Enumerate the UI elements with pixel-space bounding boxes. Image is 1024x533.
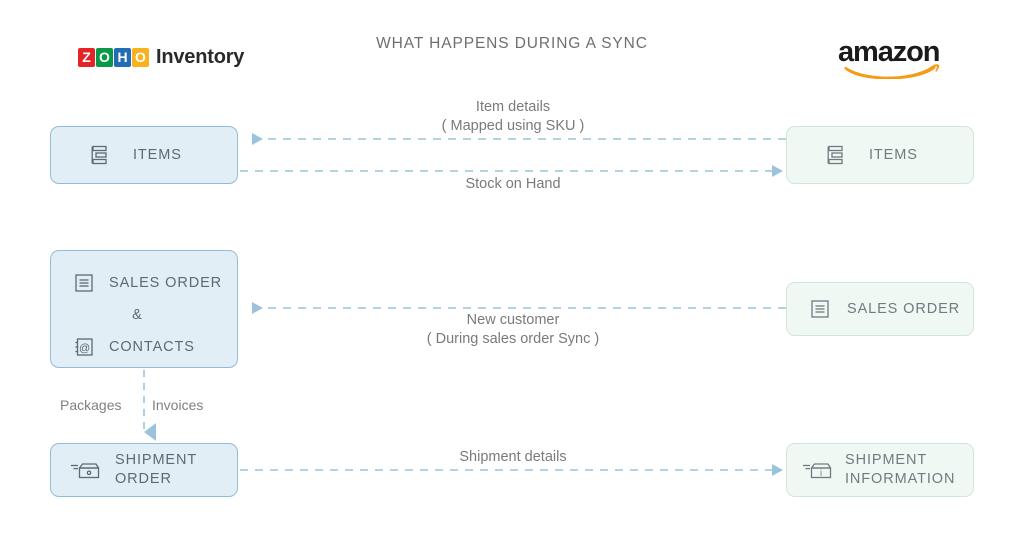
edge-label-item-details: Item details ( Mapped using SKU ) <box>390 98 636 136</box>
sales-ampersand: & <box>132 307 142 323</box>
shipment-details-line1: Shipment details <box>459 449 567 465</box>
svg-text:@: @ <box>79 342 90 354</box>
shipment-order-line2: ORDER <box>115 471 172 487</box>
node-zoho-items[interactable]: ITEMS <box>50 126 238 184</box>
amazon-smile-icon <box>844 64 940 79</box>
node-zoho-sales-order-contacts[interactable]: SALES ORDER & @ CONTACTS <box>50 250 238 368</box>
node-amazon-sales-order[interactable]: SALES ORDER <box>786 282 974 336</box>
node-amazon-items[interactable]: ITEMS <box>786 126 974 184</box>
zoho-tile-o2: O <box>132 47 149 67</box>
edge-label-new-customer: New customer ( During sales order Sync ) <box>380 311 646 349</box>
stock-on-hand-line1: Stock on Hand <box>465 176 561 192</box>
page-title: WHAT HAPPENS DURING A SYNC <box>376 35 648 52</box>
shipment-order-line1: SHIPMENT <box>115 452 198 469</box>
zoho-logo-tiles: Z O H O <box>78 47 149 67</box>
new-customer-line1: New customer <box>466 312 560 328</box>
node-amazon-sales-order-label: SALES ORDER <box>847 300 961 317</box>
edge-label-packages: Packages <box>60 397 122 413</box>
node-amazon-shipment-information-label: SHIPMENT INFORMATION <box>845 451 955 488</box>
items-list-icon <box>823 143 847 167</box>
items-list-icon <box>87 143 111 167</box>
zoho-inventory-logo: Z O H O Inventory <box>78 42 244 72</box>
shipment-info-line2: INFORMATION <box>845 471 956 487</box>
shipment-box-icon <box>69 457 101 483</box>
edge-label-shipment-details: Shipment details <box>390 448 636 467</box>
edge-label-invoices: Invoices <box>152 397 204 413</box>
zoho-tile-h: H <box>114 47 131 67</box>
edge-label-stock-on-hand: Stock on Hand <box>390 175 636 194</box>
item-details-line2: ( Mapped using SKU ) <box>441 118 585 135</box>
node-zoho-shipment-order-label: SHIPMENT ORDER <box>115 451 197 488</box>
shipment-info-line1: SHIPMENT <box>845 452 928 469</box>
new-customer-line2: ( During sales order Sync ) <box>426 331 600 348</box>
node-amazon-items-label: ITEMS <box>869 146 918 163</box>
node-zoho-shipment-order[interactable]: SHIPMENT ORDER <box>50 443 238 497</box>
document-icon <box>809 298 831 320</box>
contacts-row: @ CONTACTS <box>51 327 237 367</box>
node-amazon-shipment-information[interactable]: i SHIPMENT INFORMATION <box>786 443 974 497</box>
shipment-info-box-icon: i <box>801 457 833 483</box>
contacts-at-icon: @ <box>73 336 95 358</box>
contacts-text: CONTACTS <box>109 339 195 355</box>
sales-order-text: SALES ORDER <box>109 275 223 291</box>
node-zoho-items-label: ITEMS <box>133 146 182 163</box>
item-details-line1: Item details <box>475 99 551 115</box>
amazon-wordmark: amazon <box>838 36 940 68</box>
zoho-tile-o1: O <box>96 47 113 67</box>
svg-text:i: i <box>820 468 822 479</box>
zoho-product-name: Inventory <box>156 45 245 68</box>
document-icon <box>73 272 95 294</box>
amazon-logo: amazon <box>838 38 948 82</box>
zoho-tile-z: Z <box>78 47 95 67</box>
sales-order-row: SALES ORDER <box>51 263 237 303</box>
